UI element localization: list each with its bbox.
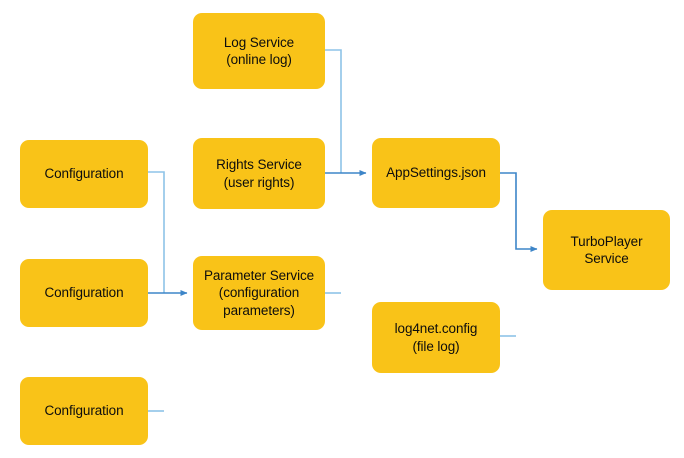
node-configuration-bottom-label: Configuration — [44, 403, 124, 419]
node-rights-service[interactable]: Rights Service (user rights) — [193, 138, 325, 209]
node-configuration-middle[interactable]: Configuration — [20, 259, 148, 327]
node-appsettings-json[interactable]: AppSettings.json — [372, 138, 500, 208]
node-configuration-middle-label: Configuration — [44, 285, 124, 301]
node-turboplayer-service-label: TurboPlayer Service — [570, 233, 643, 266]
connector-configuration-top-to-parameter-service — [148, 171, 165, 293]
connector-appsettings-to-turboplayer — [500, 172, 538, 252]
node-parameter-service[interactable]: Parameter Service (configuration paramet… — [193, 256, 325, 330]
connector-log-service-to-appsettings — [325, 49, 342, 173]
node-rights-service-label: Rights Service (user rights) — [216, 157, 302, 190]
node-log-service-label: Log Service (online log) — [223, 34, 295, 67]
node-log4net-config-label: log4net.config (file log) — [394, 321, 478, 354]
node-log-service[interactable]: Log Service (online log) — [193, 13, 325, 89]
node-log4net-config[interactable]: log4net.config (file log) — [372, 302, 500, 373]
node-configuration-top[interactable]: Configuration — [20, 140, 148, 208]
node-turboplayer-service[interactable]: TurboPlayer Service — [543, 210, 670, 290]
node-configuration-top-label: Configuration — [44, 166, 124, 182]
node-configuration-bottom[interactable]: Configuration — [20, 377, 148, 445]
node-appsettings-json-label: AppSettings.json — [386, 165, 486, 181]
node-parameter-service-label: Parameter Service (configuration paramet… — [203, 268, 315, 318]
